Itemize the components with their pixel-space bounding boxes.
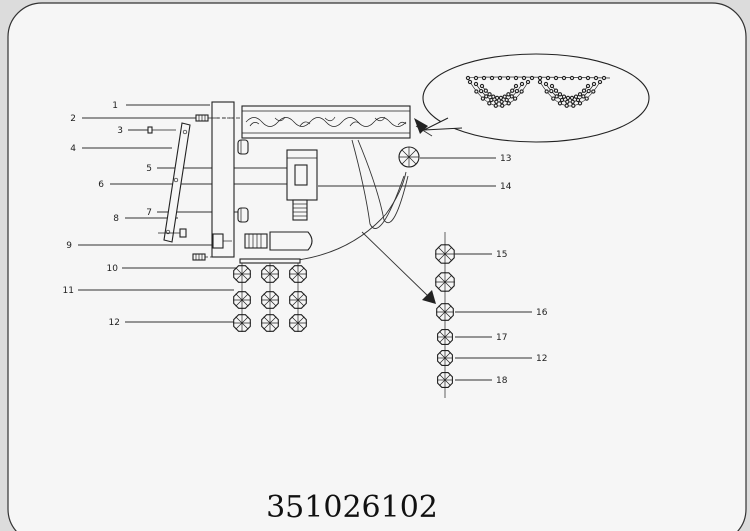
callout-number: 16 bbox=[536, 308, 548, 318]
screw-bottom bbox=[192, 253, 232, 261]
arrow-head bbox=[414, 118, 428, 134]
bolt-9 bbox=[212, 233, 232, 249]
callout-number: 7 bbox=[146, 208, 152, 218]
detail-chain bbox=[435, 232, 455, 398]
socket-holder bbox=[286, 149, 318, 221]
callout-leaders bbox=[78, 104, 532, 381]
bulb bbox=[244, 231, 313, 251]
callout-number: 17 bbox=[496, 333, 507, 343]
nut-7 bbox=[237, 207, 249, 223]
drop-curve-2 bbox=[357, 139, 409, 224]
callout-number: 8 bbox=[113, 214, 119, 224]
callout-number: 18 bbox=[496, 376, 508, 386]
crystal-strands bbox=[233, 263, 307, 332]
arrow-head-2 bbox=[422, 290, 436, 304]
crystal bbox=[435, 244, 455, 264]
crystal bbox=[261, 291, 279, 309]
decorative-arm bbox=[241, 105, 411, 139]
hanger-bar bbox=[239, 258, 301, 264]
crystal bbox=[233, 265, 251, 283]
bracket-bar bbox=[158, 122, 191, 243]
callout-number: 15 bbox=[496, 250, 507, 260]
crystal bbox=[233, 314, 251, 332]
crystal bbox=[289, 314, 307, 332]
crystal bbox=[437, 350, 453, 366]
crystal bbox=[233, 291, 251, 309]
crystal bbox=[289, 265, 307, 283]
nut bbox=[237, 139, 249, 155]
callout-number: 14 bbox=[500, 182, 512, 192]
crystal bbox=[261, 265, 279, 283]
crystal bbox=[437, 372, 453, 388]
screw-2 bbox=[195, 114, 209, 122]
crystal bbox=[436, 303, 454, 321]
drop-curve bbox=[351, 139, 405, 229]
callout-number: 2 bbox=[70, 114, 76, 124]
product-code: 351026102 bbox=[266, 490, 438, 525]
callout-number: 6 bbox=[98, 180, 104, 190]
crystal bbox=[289, 291, 307, 309]
callout-number: 10 bbox=[107, 264, 119, 274]
callout-number: 1 bbox=[112, 101, 118, 111]
screw-3 bbox=[147, 126, 176, 134]
callout-number: 3 bbox=[117, 126, 123, 136]
arm-curve bbox=[297, 171, 407, 261]
crystal bbox=[435, 272, 455, 292]
detail-balloon bbox=[422, 53, 650, 143]
callout-number: 9 bbox=[66, 241, 72, 251]
crystal-ball bbox=[398, 146, 420, 168]
callout-number: 12 bbox=[109, 318, 120, 328]
callout-number: 4 bbox=[70, 144, 76, 154]
crystal bbox=[261, 314, 279, 332]
arrow-to-chain bbox=[361, 231, 429, 297]
callout-number: 12 bbox=[536, 354, 547, 364]
callout-number: 11 bbox=[63, 286, 74, 296]
callout-number: 5 bbox=[146, 164, 152, 174]
callout-number: 13 bbox=[500, 154, 511, 164]
crystal bbox=[437, 329, 453, 345]
